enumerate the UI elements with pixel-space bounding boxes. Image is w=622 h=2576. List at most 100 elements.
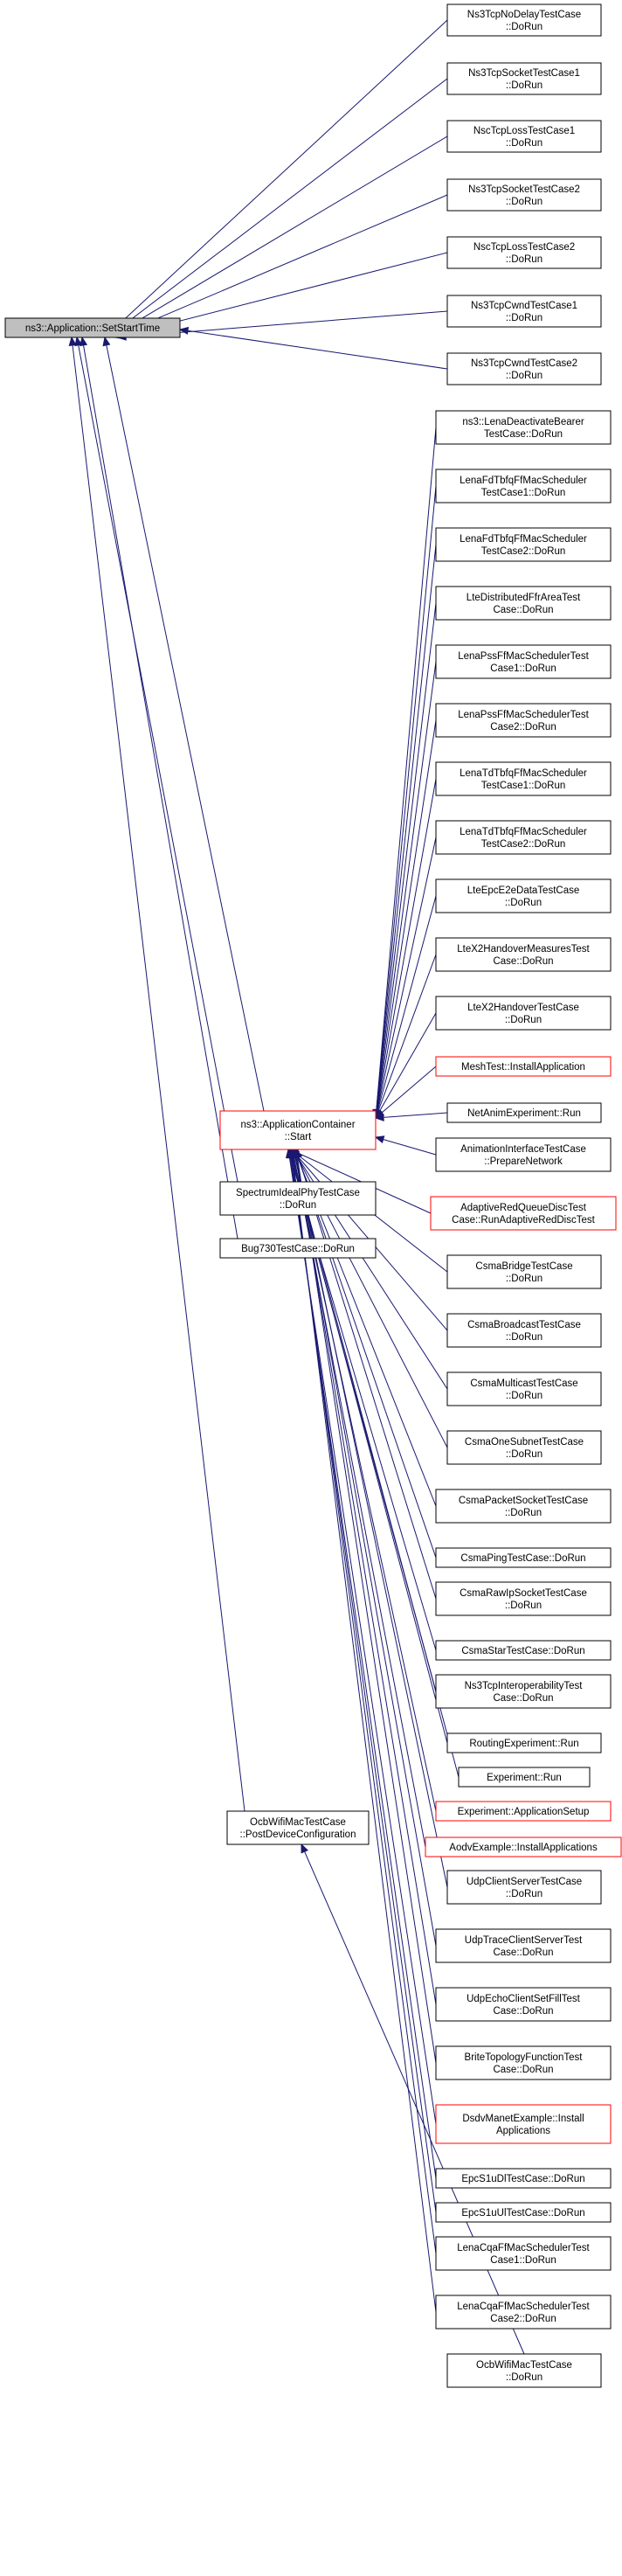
node-box[interactable] (458, 1767, 591, 1788)
node-box[interactable] (425, 1837, 622, 1857)
node-box[interactable] (435, 937, 612, 972)
graph-node-n27[interactable]: CsmaPacketSocketTestCase::DoRun (435, 1489, 612, 1524)
node-box[interactable] (219, 1110, 377, 1150)
graph-node-m3[interactable]: Bug730TestCase::DoRun (219, 1238, 377, 1259)
graph-node-n19[interactable]: MeshTest::InstallApplication (435, 1056, 612, 1077)
graph-node-n41[interactable]: EpcS1uDlTestCase::DoRun (435, 2168, 612, 2189)
node-box[interactable] (435, 2236, 612, 2271)
node-box[interactable] (446, 62, 602, 95)
node-box[interactable] (435, 761, 612, 796)
node-box[interactable] (219, 1238, 377, 1259)
node-box[interactable] (446, 1254, 602, 1289)
graph-node-n21[interactable]: AnimationInterfaceTestCase::PrepareNetwo… (435, 1137, 612, 1172)
node-box[interactable] (446, 236, 602, 269)
node-box[interactable] (446, 120, 602, 153)
graph-node-n33[interactable]: Experiment::Run (458, 1767, 591, 1788)
graph-node-m2[interactable]: SpectrumIdealPhyTestCase::DoRun (219, 1181, 377, 1216)
node-box[interactable] (435, 2202, 612, 2223)
node-box[interactable] (435, 1640, 612, 1661)
node-box[interactable] (435, 2168, 612, 2189)
graph-node-n40[interactable]: DsdvManetExample::InstallApplications (435, 2104, 612, 2144)
node-box[interactable] (435, 644, 612, 679)
graph-node-n2[interactable]: Ns3TcpSocketTestCase1::DoRun (446, 62, 602, 95)
graph-node-n22[interactable]: AdaptiveRedQueueDiscTestCase::RunAdaptiv… (430, 1196, 617, 1231)
node-box[interactable] (446, 295, 602, 328)
node-box[interactable] (226, 1810, 370, 1845)
graph-node-n4[interactable]: Ns3TcpSocketTestCase2::DoRun (446, 178, 602, 212)
graph-node-m4[interactable]: OcbWifiMacTestCase::PostDeviceConfigurat… (226, 1810, 370, 1845)
graph-node-m1[interactable]: ns3::ApplicationContainer::Start (219, 1110, 377, 1150)
node-box[interactable] (435, 1801, 612, 1822)
graph-node-n18[interactable]: LteX2HandoverTestCase::DoRun (435, 996, 612, 1031)
graph-node-root[interactable]: ns3::Application::SetStartTime (4, 317, 181, 338)
graph-node-n5[interactable]: NscTcpLossTestCase2::DoRun (446, 236, 602, 269)
node-box[interactable] (435, 469, 612, 503)
node-box[interactable] (435, 586, 612, 621)
node-box[interactable] (435, 2104, 612, 2144)
graph-node-n45[interactable]: OcbWifiMacTestCase::DoRun (446, 2353, 602, 2388)
graph-node-n28[interactable]: CsmaPingTestCase::DoRun (435, 1547, 612, 1568)
node-box[interactable] (435, 996, 612, 1031)
graph-node-n24[interactable]: CsmaBroadcastTestCase::DoRun (446, 1313, 602, 1348)
node-box[interactable] (4, 317, 181, 338)
graph-node-n16[interactable]: LteEpcE2eDataTestCase::DoRun (435, 878, 612, 913)
node-box[interactable] (435, 1137, 612, 1172)
node-box[interactable] (435, 527, 612, 562)
graph-node-n36[interactable]: UdpClientServerTestCase::DoRun (446, 1870, 602, 1905)
node-box[interactable] (446, 1732, 602, 1753)
graph-node-n25[interactable]: CsmaMulticastTestCase::DoRun (446, 1371, 602, 1406)
node-box[interactable] (435, 703, 612, 738)
graph-node-n20[interactable]: NetAnimExperiment::Run (446, 1102, 602, 1123)
graph-node-n32[interactable]: RoutingExperiment::Run (446, 1732, 602, 1753)
graph-node-n26[interactable]: CsmaOneSubnetTestCase::DoRun (446, 1430, 602, 1465)
node-box[interactable] (435, 2295, 612, 2330)
graph-node-n29[interactable]: CsmaRawIpSocketTestCase::DoRun (435, 1581, 612, 1616)
graph-node-n6[interactable]: Ns3TcpCwndTestCase1::DoRun (446, 295, 602, 328)
node-box[interactable] (435, 820, 612, 855)
node-box[interactable] (435, 1674, 612, 1709)
node-box[interactable] (435, 1489, 612, 1524)
node-box[interactable] (446, 1430, 602, 1465)
graph-node-n30[interactable]: CsmaStarTestCase::DoRun (435, 1640, 612, 1661)
node-box[interactable] (435, 878, 612, 913)
node-box[interactable] (435, 410, 612, 445)
node-box[interactable] (446, 3, 602, 37)
graph-node-n42[interactable]: EpcS1uUlTestCase::DoRun (435, 2202, 612, 2223)
node-box[interactable] (435, 1987, 612, 2022)
node-box[interactable] (446, 178, 602, 212)
node-box[interactable] (435, 1928, 612, 1963)
node-box[interactable] (446, 1870, 602, 1905)
node-box[interactable] (446, 1102, 602, 1123)
node-box[interactable] (435, 1547, 612, 1568)
node-box[interactable] (446, 1371, 602, 1406)
graph-node-n35[interactable]: AodvExample::InstallApplications (425, 1837, 622, 1857)
graph-node-n7[interactable]: Ns3TcpCwndTestCase2::DoRun (446, 352, 602, 385)
node-box[interactable] (446, 2353, 602, 2388)
node-box[interactable] (219, 1181, 377, 1216)
node-box[interactable] (435, 2045, 612, 2080)
node-box[interactable] (435, 1581, 612, 1616)
node-box[interactable] (446, 1313, 602, 1348)
graph-node-n1[interactable]: Ns3TcpNoDelayTestCase::DoRun (446, 3, 602, 37)
node-box[interactable] (435, 1056, 612, 1077)
graph-node-n3[interactable]: NscTcpLossTestCase1::DoRun (446, 120, 602, 153)
graph-node-n23[interactable]: CsmaBridgeTestCase::DoRun (446, 1254, 602, 1289)
node-box[interactable] (446, 352, 602, 385)
node-box[interactable] (430, 1196, 617, 1231)
graph-node-n34[interactable]: Experiment::ApplicationSetup (435, 1801, 612, 1822)
